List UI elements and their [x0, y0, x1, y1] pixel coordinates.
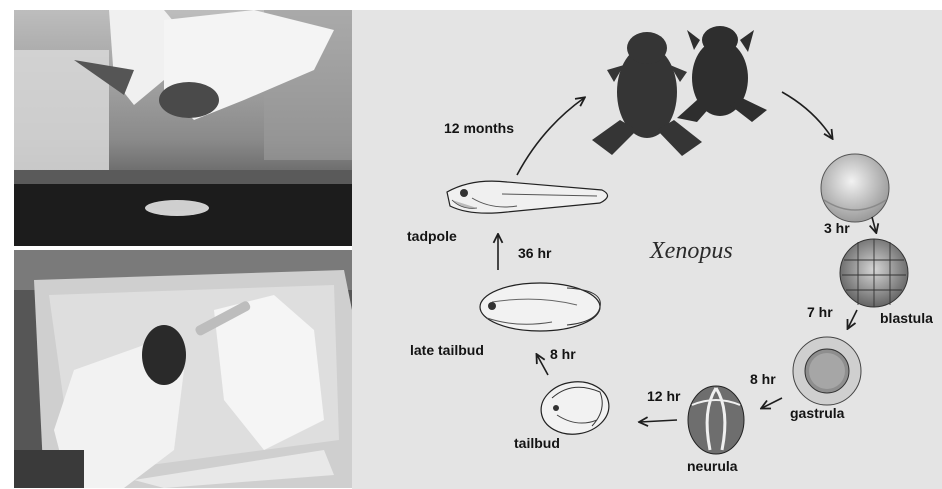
- photo-frog-injection: [14, 250, 352, 488]
- late-tailbud-stage-icon: [480, 283, 600, 331]
- stage-label-gastrula: gastrula: [790, 405, 844, 421]
- egg-stage-icon: [821, 154, 889, 222]
- interval-label-late-tailbud-to-tadpole: 36 hr: [518, 245, 551, 261]
- interval-label-blastula-to-gastrula: 7 hr: [807, 304, 833, 320]
- photo-frog-handling: [14, 10, 352, 246]
- interval-label-egg-to-blastula: 3 hr: [824, 220, 850, 236]
- interval-label-tailbud-to-late-tailbud: 8 hr: [550, 346, 576, 362]
- neurula-stage-icon: [688, 386, 744, 454]
- stage-label-tailbud: tailbud: [514, 435, 560, 451]
- stage-label-tadpole: tadpole: [407, 228, 457, 244]
- interval-label-neurula-to-tailbud: 12 hr: [647, 388, 680, 404]
- stage-label-blastula: blastula: [880, 310, 933, 326]
- gastrula-stage-icon: [793, 337, 861, 405]
- xenopus-life-cycle-diagram: Xenopus blastula gastrula neurula tailbu…: [352, 10, 942, 489]
- stage-label-neurula: neurula: [687, 458, 738, 474]
- diagram-title: Xenopus: [650, 238, 733, 265]
- interval-label-gastrula-to-neurula: 8 hr: [750, 371, 776, 387]
- interval-label-tadpole-to-adult: 12 months: [444, 120, 514, 136]
- stage-label-late-tailbud: late tailbud: [410, 342, 484, 358]
- blastula-stage-icon: [840, 239, 908, 307]
